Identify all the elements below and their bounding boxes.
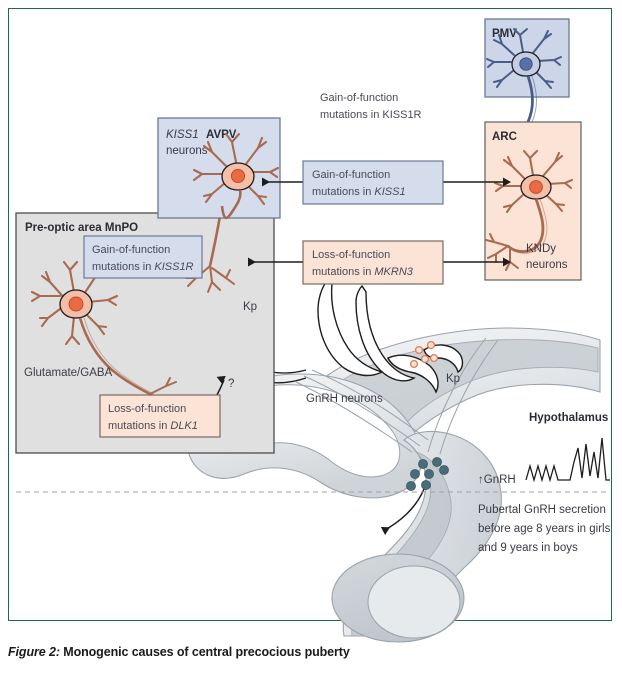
mkrn3-box-line2: mutations in MKRN3	[312, 266, 414, 278]
mkrn3-box-rect	[302, 240, 444, 285]
mkrn3-box-line1: Loss-of-function	[312, 249, 390, 261]
callout-kiss1r-free-line2: mutations in KISS1R	[320, 109, 422, 121]
gnrh-secretion-arrow	[380, 488, 425, 535]
kiss1r-box-rect	[83, 235, 203, 279]
region-avpv: KISS1 AVPV neurons	[157, 117, 281, 220]
avpv-gene-label: KISS1	[166, 129, 199, 141]
pmv-neuron	[486, 28, 573, 191]
callout-kiss1r-box: Gain-of-function mutations in KISS1R	[83, 235, 203, 279]
anatomy-group	[99, 273, 601, 643]
arc-kndy-neuron	[485, 149, 574, 271]
caption-lead: Figure 2:	[8, 645, 60, 659]
puberty-note-line3: and 9 years in boys	[478, 542, 578, 554]
callout-kiss1-box: Gain-of-function mutations in KISS1	[302, 160, 444, 205]
puberty-note-line2: before age 8 years in girls	[478, 523, 611, 535]
kndy-label-line2: neurons	[526, 259, 568, 271]
arc-label: ARC	[492, 131, 517, 143]
mnpo-label: Pre-optic area MnPO	[25, 222, 138, 234]
callout-mkrn3-box: Loss-of-function mutations in MKRN3	[302, 240, 444, 285]
question-mark-label: ?	[228, 378, 234, 390]
figure-caption: Figure 2: Monogenic causes of central pr…	[8, 645, 612, 659]
avpv-neurons-label: neurons	[166, 145, 208, 157]
hypothalamus-title: Hypothalamus	[529, 412, 608, 424]
callout-dlk1-box: Loss-of-function mutations in DLK1	[99, 394, 221, 438]
region-pmv: PMV	[484, 18, 573, 191]
kp-dots-hypothalamus	[409, 340, 439, 369]
glutamate-gaba-label: Glutamate/GABA	[24, 367, 113, 379]
dlk1-box-line2: mutations in DLK1	[108, 420, 198, 432]
kp-label-mnpo: Kp	[243, 301, 257, 313]
gnrh-neurons-label: GnRH neurons	[306, 393, 383, 405]
avpv-box	[157, 117, 281, 219]
kiss1r-box-line1: Gain-of-function	[92, 244, 170, 256]
pituitary-gland-inner	[367, 565, 461, 639]
gnrh-axis-label: ↑GnRH	[478, 474, 516, 486]
gnrh-terminal-cluster	[406, 457, 449, 491]
pmv-label: PMV	[492, 28, 517, 40]
kndy-label-line1: KNDy	[526, 243, 556, 255]
callout-kiss1r-free: Gain-of-function mutations in KISS1R	[320, 92, 422, 121]
avpv-neuron	[192, 132, 280, 220]
kiss1r-box-line2: mutations in KISS1R	[92, 261, 194, 273]
dlk1-box-line1: Loss-of-function	[108, 403, 186, 415]
caption-body: Monogenic causes of central precocious p…	[59, 645, 350, 659]
gnrh-pulse-trace	[525, 437, 610, 483]
avpv-region-label: AVPV	[206, 129, 237, 141]
region-arc: ARC	[484, 121, 582, 281]
puberty-note-line1: Pubertal GnRH secretion	[478, 504, 606, 516]
kp-label-hypothalamus: Kp	[446, 373, 460, 385]
kiss1-box-line2: mutations in KISS1	[312, 186, 406, 198]
gnrh-fiber-bundle	[295, 337, 499, 455]
callout-kiss1r-free-line1: Gain-of-function	[320, 92, 398, 104]
arc-box	[484, 121, 582, 281]
hypothalamus-panel: Hypothalamus ↑GnRH Pubertal GnRH secreti…	[16, 412, 611, 554]
dlk1-box-rect	[99, 394, 221, 438]
kiss1-box-line1: Gain-of-function	[312, 169, 390, 181]
kiss1-box-rect	[302, 160, 444, 205]
